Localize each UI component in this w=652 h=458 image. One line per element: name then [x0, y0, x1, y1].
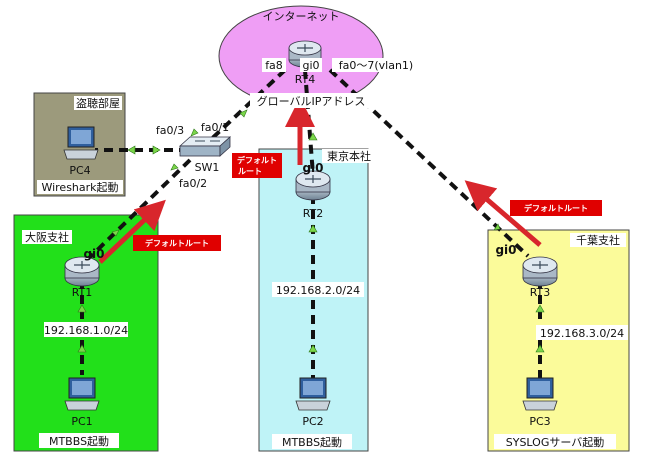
router-label-rt4: RT4	[295, 73, 316, 86]
switch-sw1[interactable]	[178, 136, 232, 157]
router-rt3[interactable]	[522, 256, 558, 287]
tokyo-caption: MTBBS起動	[282, 435, 342, 449]
link-indicator	[308, 224, 318, 233]
chiba-zone	[487, 229, 630, 452]
link-indicator	[535, 304, 545, 313]
tokyo-title: 東京本社	[327, 149, 371, 163]
link-indicator	[535, 344, 545, 353]
tokyo-caption-bg	[272, 434, 352, 449]
link-indicator	[170, 163, 179, 171]
switch-label-sw1: SW1	[195, 161, 220, 174]
port-label-fa01: fa0/1	[201, 121, 229, 134]
router-rt1[interactable]	[64, 256, 100, 287]
global-ip-label: グローバルIPアドレス	[257, 94, 366, 108]
link-indicator	[493, 223, 501, 231]
pc-label-pc1: PC1	[71, 415, 92, 428]
wireshark-caption-bg	[37, 180, 123, 194]
router-label-rt3: RT3	[530, 286, 551, 299]
default-route-label-chiba-bg	[510, 200, 602, 216]
tokyo-title-bg	[322, 149, 376, 163]
port-label-fa02: fa0/2	[179, 177, 207, 190]
default-route-arrow-osaka	[98, 199, 166, 264]
port-label-rt3-gi0: gi0	[495, 243, 516, 257]
pc-icon-pc1[interactable]	[64, 377, 100, 411]
port-label-fa03: fa0/3	[156, 124, 184, 137]
port-label-gi0: gi0	[302, 59, 319, 72]
default-route-label-osaka: デフォルトルート	[145, 238, 209, 248]
default-route-label-tokyo-bg	[232, 153, 282, 178]
network-label-osaka-bg	[44, 322, 128, 337]
network-label-chiba: 192.168.3.0/24	[540, 327, 624, 340]
link-indicator	[77, 344, 87, 353]
pc-icon-pc4[interactable]	[63, 126, 99, 160]
osaka-caption: MTBBS起動	[49, 434, 109, 448]
link-indicator	[190, 128, 199, 137]
chiba-title-bg	[570, 233, 626, 247]
pc-label-pc4: PC4	[69, 164, 90, 177]
router-label-rt1: RT1	[72, 286, 93, 299]
wireshark-caption: Wireshark起動	[41, 180, 118, 194]
network-label-chiba-bg	[536, 325, 628, 340]
default-route-label-tokyo-2: ルート	[238, 167, 262, 176]
network-label-tokyo: 192.168.2.0/24	[276, 284, 360, 297]
link-indicator	[77, 304, 87, 313]
internet-title: インターネット	[263, 10, 340, 23]
chiba-caption: SYSLOGサーバ起動	[506, 435, 605, 449]
default-route-arrow-chiba	[464, 180, 542, 247]
port-label-rt2-gi0: gi0	[302, 161, 323, 175]
network-label-osaka: 192.168.1.0/24	[44, 324, 128, 337]
link-indicator	[152, 145, 161, 155]
link-indicator	[308, 344, 318, 353]
pc-icon-pc3[interactable]	[522, 377, 558, 411]
chiba-title: 千葉支社	[576, 233, 620, 247]
port-label-rt1-gi0: gi0	[83, 247, 104, 261]
link-rt4-sw1	[203, 68, 287, 147]
pc-label-pc2: PC2	[302, 415, 323, 428]
router-label-rt2: RT2	[303, 207, 324, 220]
port-label-fa0-7: fa0〜7(vlan1)	[339, 59, 413, 72]
port-label-gi0-bg	[300, 58, 322, 72]
port-label-fa0-7-bg	[332, 58, 420, 72]
default-route-label-chiba: デフォルトルート	[524, 203, 588, 213]
global-ip-label-bg	[250, 93, 372, 108]
osaka-title-bg	[22, 230, 72, 244]
default-route-label-tokyo-1: デフォルト	[237, 155, 277, 165]
tapping-title-bg	[74, 96, 122, 110]
link-indicator	[111, 229, 120, 237]
link-indicator	[127, 145, 136, 155]
network-label-tokyo-bg	[272, 282, 364, 297]
osaka-caption-bg	[39, 433, 119, 448]
osaka-title: 大阪支社	[25, 230, 69, 244]
chiba-caption-bg	[494, 434, 616, 449]
default-route-label-osaka-bg	[133, 235, 221, 251]
port-label-fa8: fa8	[265, 59, 283, 72]
link-indicator	[308, 132, 318, 141]
pc-icon-pc2[interactable]	[295, 377, 331, 411]
router-rt2[interactable]	[295, 170, 331, 201]
port-label-fa8-bg	[262, 58, 286, 72]
link-sw1-rt1	[83, 158, 192, 264]
pc-label-pc3: PC3	[529, 415, 550, 428]
tapping-room-title: 盗聴部屋	[76, 96, 120, 110]
link-indicator	[239, 109, 248, 118]
